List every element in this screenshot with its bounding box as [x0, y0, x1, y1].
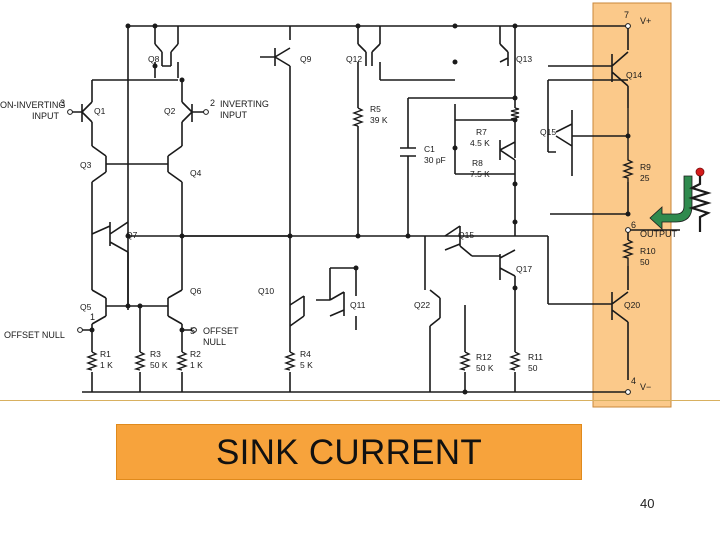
c1-value: 30 pF [424, 155, 446, 165]
q10-label: Q10 [258, 286, 274, 296]
pin-7-label: V+ [640, 16, 651, 26]
r9-resistor [621, 108, 634, 182]
q9-label: Q9 [300, 54, 312, 64]
schematic-wires [70, 25, 680, 393]
resistor-symbols [85, 107, 634, 371]
page-number: 40 [640, 496, 655, 511]
r11-resistor [508, 351, 521, 371]
noninverting-label-line2: INPUT [32, 111, 60, 121]
r12-resistor [458, 351, 471, 371]
q17-label: Q17 [516, 264, 532, 274]
r4-resistor [283, 351, 296, 371]
r12-value: 50 K [476, 363, 494, 373]
pin-6-number: 6 [631, 220, 636, 230]
r7-value: 4.5 K [470, 138, 490, 148]
q1-label: Q1 [94, 106, 106, 116]
r1-value: 1 K [100, 360, 113, 370]
r4-value: 5 K [300, 360, 313, 370]
q7-label: Q7 [126, 230, 138, 240]
q20-label: Q20 [624, 300, 640, 310]
q15-upper-label: Q15 [540, 127, 556, 137]
r5-resistor [351, 107, 364, 127]
q12-label: Q12 [346, 54, 362, 64]
inverting-label-line1: INVERTING [220, 99, 269, 109]
r7-label: R7 [476, 127, 487, 137]
q3-label: Q3 [80, 160, 92, 170]
q2-label: Q2 [164, 106, 176, 116]
offset-null-5-line2: NULL [203, 337, 226, 347]
r4-label: R4 [300, 349, 311, 359]
q6-label: Q6 [190, 286, 202, 296]
q13-label: Q13 [516, 54, 532, 64]
r3-value: 50 K [150, 360, 168, 370]
r3-label: R3 [150, 349, 161, 359]
r9-label: R9 [640, 162, 651, 172]
r5-label: R5 [370, 104, 381, 114]
r11-value: 50 [528, 363, 538, 373]
r7-resistor [510, 107, 520, 121]
pin-2-number: 2 [210, 98, 215, 108]
pin-7-number: 7 [624, 10, 629, 20]
noninverting-label-line1: ON-INVERTING [0, 100, 65, 110]
r12-label: R12 [476, 352, 492, 362]
r1-resistor [85, 351, 98, 371]
pin-3-number: 3 [60, 98, 65, 108]
q4-label: Q4 [190, 168, 202, 178]
r8-value: 7.5 K [470, 169, 490, 179]
offset-null-5-line1: OFFSET [203, 326, 239, 336]
output-label: OUTPUT [640, 229, 678, 239]
r10-value: 50 [640, 257, 650, 267]
junction-dots [89, 23, 631, 395]
sink-current-arrow-icon [649, 175, 693, 230]
r11-label: R11 [528, 352, 543, 362]
q5-label: Q5 [80, 302, 92, 312]
pin-5-number: 5 [190, 326, 195, 336]
inverting-label-line2: INPUT [220, 110, 248, 120]
r1-label: R1 [100, 349, 111, 359]
r2-label: R2 [190, 349, 201, 359]
r5-value: 39 K [370, 115, 388, 125]
q14-label: Q14 [626, 70, 642, 80]
op-amp-schematic: 7 V+ 3 ON-INVERTING INPUT 2 INVERTING IN… [0, 2, 712, 408]
r8-label: R8 [472, 158, 483, 168]
r2-resistor [175, 351, 188, 371]
r10-label: R10 [640, 246, 656, 256]
vminus-label: V− [640, 382, 651, 392]
q8-label: Q8 [148, 54, 160, 64]
load-node-marker [695, 167, 705, 177]
pin-markers [67, 23, 631, 395]
pin-4-number: 4 [631, 376, 636, 386]
q22-label: Q22 [414, 300, 430, 310]
r2-value: 1 K [190, 360, 203, 370]
r3-resistor [133, 351, 146, 371]
r10-resistor [621, 239, 634, 266]
slide-title: SINK CURRENT [215, 433, 483, 472]
slide-divider [0, 400, 720, 401]
r9-value: 25 [640, 173, 650, 183]
c1-label: C1 [424, 144, 435, 154]
output-stage-highlight [592, 2, 672, 408]
q15-lower-label: Q15 [458, 230, 474, 240]
q11-label: Q11 [350, 300, 366, 310]
load-resistor-icon [688, 176, 712, 232]
offset-null-1-label: OFFSET NULL [4, 330, 65, 340]
title-banner: SINK CURRENT [116, 424, 582, 480]
pin-1-number: 1 [90, 312, 95, 322]
